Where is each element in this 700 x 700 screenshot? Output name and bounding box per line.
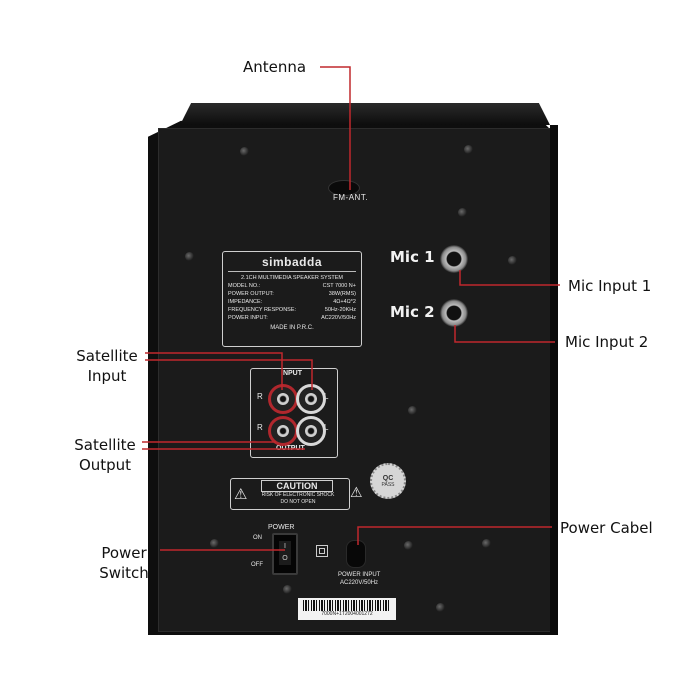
power-cabel-leader (357, 526, 552, 545)
output-l-jack[interactable] (296, 416, 326, 446)
power-input-line-1: POWER INPUT (338, 572, 381, 578)
spec-line-value: CST 7000 N+ (322, 283, 356, 289)
input-l-label: L (324, 392, 329, 401)
speaker-top (180, 103, 550, 125)
screw (458, 208, 467, 217)
rca-block (250, 368, 338, 458)
spec-line-label: IMPEDANCE: (228, 299, 263, 305)
caution-line-1: RISK OF ELECTRONIC SHOCK (261, 492, 335, 498)
spec-line-label: POWER INPUT: (228, 315, 268, 321)
output-l-label: L (324, 423, 329, 432)
screw (508, 256, 517, 265)
power-cabel-callout: Power Cabel (560, 519, 653, 537)
caution-label: ⚠ CAUTION RISK OF ELECTRONIC SHOCK DO NO… (230, 478, 350, 510)
screw (464, 145, 473, 154)
mic-1-jack[interactable] (440, 245, 468, 273)
antenna-callout: Antenna (243, 58, 307, 76)
barcode (303, 600, 391, 611)
screw (436, 603, 445, 612)
power-cable (346, 540, 366, 568)
qc-top: QC (382, 474, 394, 482)
spec-line-5: POWER INPUT: AC220V/50Hz (228, 314, 356, 322)
spec-line-label: 2.1CH MULTIMEDIA SPEAKER SYSTEM (241, 275, 343, 281)
off-label: OFF (251, 562, 263, 568)
input-r-jack[interactable] (268, 384, 298, 414)
input-label: INPUT (281, 370, 302, 377)
spec-line-label: POWER OUTPUT: (228, 291, 274, 297)
warning-icon: ⚠ (234, 486, 248, 503)
screw (210, 539, 219, 548)
mic-2-jack[interactable] (440, 299, 468, 327)
antenna-leader (320, 66, 351, 190)
warning-icon: ⚠ (350, 484, 363, 500)
mic-input-1-leader (459, 270, 560, 286)
power-label: POWER (268, 524, 295, 531)
screw (283, 585, 292, 594)
mic-2-label: Mic 2 (390, 303, 435, 321)
spec-line-value: 38W(RMS) (328, 291, 356, 297)
on-label: ON (253, 535, 262, 541)
output-r-label: R (257, 423, 263, 432)
serial-barcode-sticker: 7000N+1T2004001272 (298, 598, 396, 620)
mic-1-label: Mic 1 (390, 248, 435, 266)
spec-line-label: MODEL NO.: (228, 283, 261, 289)
spec-line-4: FREQUENCY RESPONSE: 50Hz-20KHz (228, 306, 356, 314)
spec-line-1: MODEL NO.: CST 7000 N+ (228, 282, 356, 290)
spec-line-value: AC220V/50Hz (321, 315, 356, 321)
serial-number: 7000N+1T2004001272 (321, 611, 373, 617)
spec-label: simbadda 2.1CH MULTIMEDIA SPEAKER SYSTEM… (222, 251, 362, 347)
spec-line-3: IMPEDANCE: 4Ω+4Ω*2 (228, 298, 356, 306)
mic-input-1-callout: Mic Input 1 (568, 277, 652, 295)
spec-line-value: 4Ω+4Ω*2 (333, 299, 356, 305)
satellite-input-leader-l (145, 359, 313, 390)
speaker-right-side (550, 125, 558, 635)
mic-input-2-callout: Mic Input 2 (565, 333, 649, 351)
double-insulation-icon (316, 545, 328, 557)
satellite-input-leader-r (145, 352, 283, 390)
fm-antenna-connector (328, 180, 360, 196)
spec-line-0: 2.1CH MULTIMEDIA SPEAKER SYSTEM (228, 274, 356, 282)
satellite-input-callout: Satellite Input (76, 347, 138, 385)
qc-pass-sticker: QC PASS (370, 463, 406, 499)
input-r-label: R (257, 392, 263, 401)
power-switch-callout: Power Switch (99, 544, 149, 582)
screw (185, 252, 194, 261)
spec-line-label: FREQUENCY RESPONSE: (228, 307, 297, 313)
satellite-output-callout: Satellite Output (74, 436, 136, 474)
qc-bottom: PASS (381, 481, 395, 488)
caution-title: CAUTION (261, 480, 333, 492)
fm-ant-label: FM-ANT. (333, 193, 369, 202)
brand-logo: simbadda (228, 255, 356, 272)
spec-line-2: POWER OUTPUT: 38W(RMS) (228, 290, 356, 298)
screw (408, 406, 417, 415)
spec-line-value: 50Hz-20KHz (324, 307, 356, 313)
screw (404, 541, 413, 550)
screw (240, 147, 249, 156)
screw (482, 539, 491, 548)
made-in: MADE IN P.R.C. (270, 325, 314, 331)
power-input-line-2: AC220V/50Hz (340, 580, 379, 586)
mic-input-2-leader (454, 325, 555, 343)
input-l-jack[interactable] (296, 384, 326, 414)
caution-line-2: DO NOT OPEN (280, 499, 316, 505)
